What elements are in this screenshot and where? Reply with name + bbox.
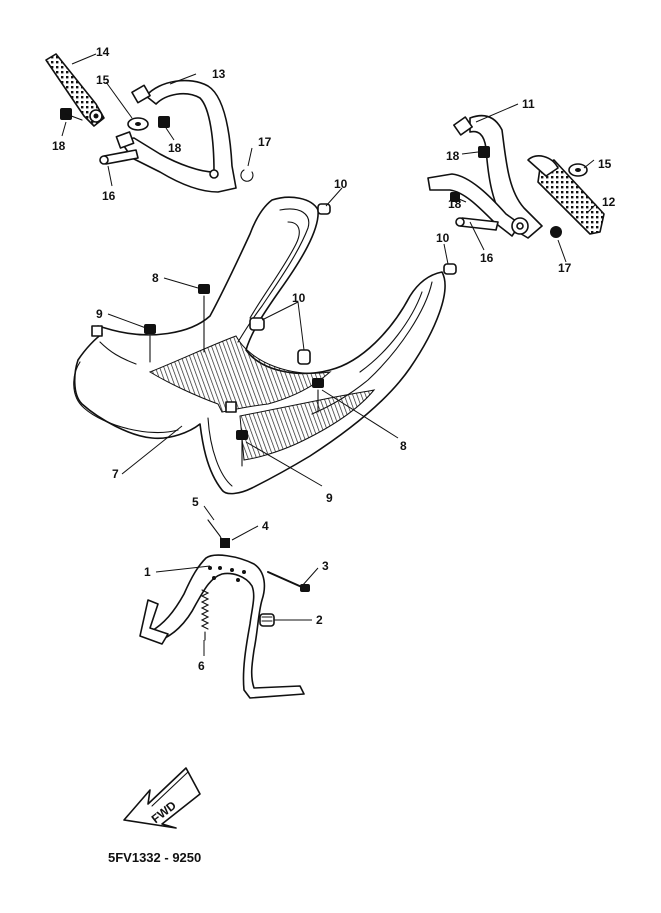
callout-9-b: 9 [326,491,333,505]
callout-10-b: 10 [292,291,306,305]
callout-15-right: 15 [598,157,612,171]
callout-4: 4 [262,519,269,533]
footrest-board [73,196,457,495]
left-footrest-bracket [119,79,237,193]
callout-9-a: 9 [96,307,103,321]
callout-13: 13 [212,67,226,81]
callout-18-right-b: 18 [448,197,462,211]
left-footrest-assembly [45,53,254,193]
callout-18-left-b: 18 [168,141,182,155]
callout-8-a: 8 [152,271,159,285]
callout-10-c: 10 [436,231,450,245]
callout-12: 12 [602,195,616,209]
callout-18-right-a: 18 [446,149,460,163]
callout-6: 6 [198,659,205,673]
right-footrest-peg [537,159,605,235]
callout-15-left: 15 [96,73,110,87]
callout-1: 1 [144,565,151,579]
board-screws [144,284,324,467]
fwd-direction-arrow: FWD [123,767,201,829]
leader-lines [61,53,597,656]
left-pin [103,149,139,165]
callout-10-a: 10 [334,177,348,191]
left-clip [240,169,254,182]
right-footrest-assembly [427,114,605,239]
callout-16-left: 16 [102,189,116,203]
callout-7: 7 [112,467,119,481]
callout-8-b: 8 [400,439,407,453]
callout-3: 3 [322,559,329,573]
right-bolt-upper [478,146,490,158]
center-stand [139,519,310,699]
callouts: 14 13 15 18 18 16 17 10 8 9 10 8 9 7 11 … [52,45,616,673]
callout-2: 2 [316,613,323,627]
callout-18-left-a: 18 [52,139,66,153]
callout-17-left: 17 [258,135,272,149]
callout-5: 5 [192,495,199,509]
left-footrest-peg [45,53,105,127]
diagram-code: 5FV1332 - 9250 [108,850,201,865]
callout-17-right: 17 [558,261,572,275]
callout-11: 11 [522,97,535,111]
right-nut [550,226,562,238]
callout-16-right: 16 [480,251,494,265]
callout-14: 14 [96,45,110,59]
left-bolt-right [158,116,170,128]
